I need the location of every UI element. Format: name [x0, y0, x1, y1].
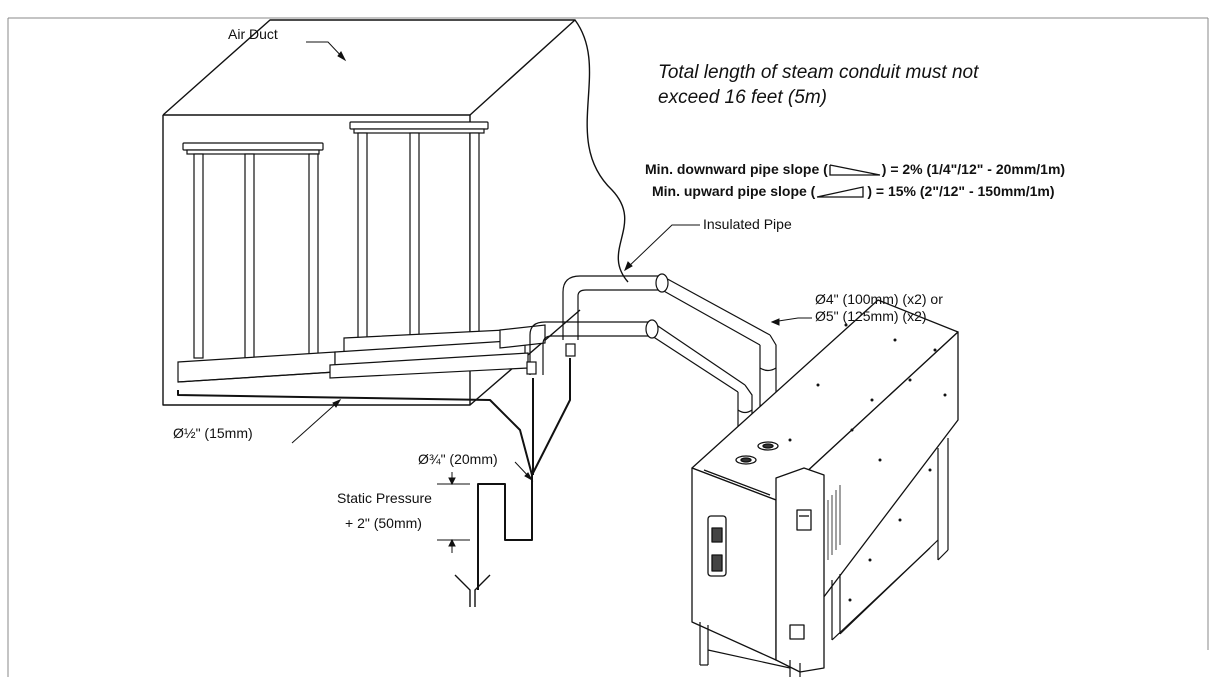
upward-slope-spec: Min. upward pipe slope ( ) = 15% (2"/12" …	[652, 183, 1055, 200]
downward-slope-icon	[829, 164, 880, 176]
static-pressure-dimension	[437, 472, 470, 553]
header-pipes	[329, 324, 546, 379]
air-duct-label: Air Duct	[228, 26, 278, 42]
downward-slope-prefix: Min. downward pipe slope (	[645, 161, 828, 177]
static-pressure-add-label: + 2" (50mm)	[345, 515, 422, 531]
insulated-pipe-label: Insulated Pipe	[703, 216, 792, 232]
drain-fittings	[526, 343, 576, 375]
drain-lines	[177, 358, 571, 590]
downward-slope-spec: Min. downward pipe slope ( ) = 2% (1/4"/1…	[645, 161, 1065, 178]
downward-slope-suffix: ) = 2% (1/4"/12" - 20mm/1m)	[881, 161, 1066, 177]
upward-slope-prefix: Min. upward pipe slope (	[652, 183, 816, 199]
humidifier-unit	[691, 299, 959, 677]
page-frame	[7, 17, 1209, 677]
pipe-diameter-4-label: Ø4" (100mm) (x2) or	[815, 291, 943, 307]
upward-slope-suffix: ) = 15% (2"/12" - 150mm/1m)	[867, 183, 1055, 199]
pipe-diameter-5-label: Ø5" (125mm) (x2)	[815, 308, 927, 324]
dispersion-tubes	[177, 121, 506, 383]
conduit-length-note-line1: Total length of steam conduit must not	[658, 62, 979, 83]
upward-slope-icon	[817, 186, 864, 198]
leader-lines	[291, 41, 812, 482]
drain-funnel	[454, 574, 491, 607]
conduit-length-note-line2: exceed 16 feet (5m)	[658, 87, 827, 108]
drain-three-quarter-inch-label: Ø¾" (20mm)	[418, 451, 498, 467]
static-pressure-label: Static Pressure	[337, 490, 432, 506]
drain-half-inch-label: Ø½" (15mm)	[173, 425, 253, 441]
